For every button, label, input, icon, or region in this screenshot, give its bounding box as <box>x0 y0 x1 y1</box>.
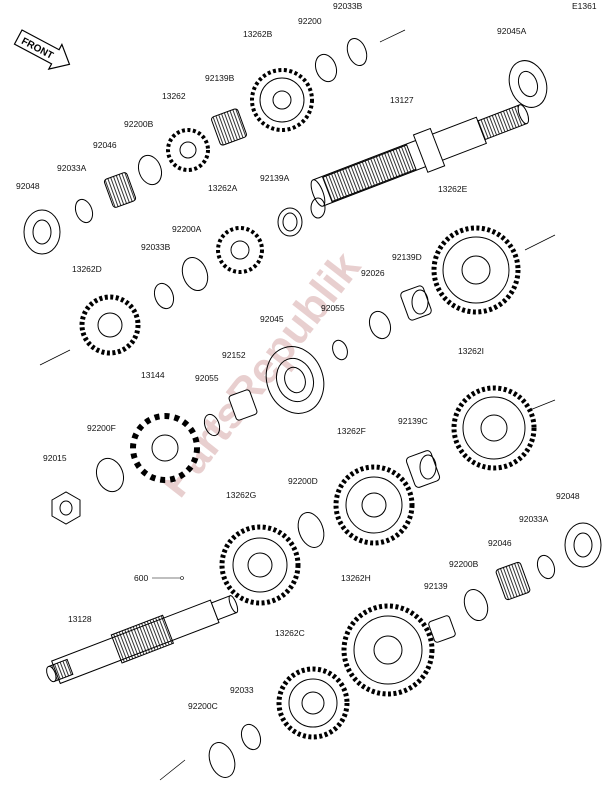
part-label: 92139D <box>392 252 422 262</box>
mainshaft-13128 <box>46 595 239 685</box>
gear-13262a <box>216 226 264 274</box>
bushing-92139a <box>277 207 303 237</box>
part-label: 13262 <box>162 91 186 101</box>
part-label: 92139B <box>205 73 235 83</box>
part-labels: 92033B 92200 13262B 92045A 92139B 13262 … <box>16 1 580 711</box>
part-label: 92055 <box>321 303 345 313</box>
front-direction-badge: FRONT <box>13 29 71 71</box>
gear-13262c <box>276 666 350 740</box>
washers-and-circlips <box>74 37 556 778</box>
part-label: 92200A <box>172 224 202 234</box>
part-label: 13262A <box>208 183 238 193</box>
bearing-92045a <box>508 60 548 108</box>
part-label: 92015 <box>43 453 67 463</box>
part-label: 92033B <box>141 242 171 252</box>
leader-lines <box>152 576 184 580</box>
part-label: 92200B <box>124 119 154 129</box>
part-label: 13262I <box>458 346 484 356</box>
part-label: 13127 <box>390 95 414 105</box>
bushing-92152 <box>228 389 258 421</box>
gear-13262h <box>341 603 435 697</box>
part-label: 92033 <box>230 685 254 695</box>
bushing-92139d <box>400 285 432 321</box>
bearing-92048-upper <box>23 209 61 255</box>
bearing-92048-lower <box>564 522 602 568</box>
part-label: 92045A <box>497 26 527 36</box>
gear-13262 <box>166 128 210 172</box>
part-label: 92033B <box>333 1 363 11</box>
gear-13262i <box>451 385 537 471</box>
part-label: 92139C <box>398 416 428 426</box>
part-label: 13144 <box>141 370 165 380</box>
part-label: 92048 <box>16 181 40 191</box>
needle-bearing-92046-lower <box>495 561 531 601</box>
part-label: 92200F <box>87 423 116 433</box>
part-label: 13262D <box>72 264 102 274</box>
part-label: 92033A <box>519 514 549 524</box>
part-label: 13262C <box>275 628 305 638</box>
gear-13262b <box>250 68 314 132</box>
part-label: 92152 <box>222 350 246 360</box>
part-label: 600 <box>134 573 148 583</box>
gear-13262g <box>219 524 301 606</box>
gear-13262d <box>79 294 141 356</box>
bushing-92139 <box>428 615 456 643</box>
part-label: 13128 <box>68 614 92 624</box>
part-label: 92200D <box>288 476 318 486</box>
part-label: 92033A <box>57 163 87 173</box>
part-label: 92200 <box>298 16 322 26</box>
part-label: 13262G <box>226 490 256 500</box>
gear-13262f <box>333 464 415 546</box>
part-label: 13262H <box>341 573 371 583</box>
bearing-92045 <box>265 346 325 414</box>
sprocket-13144 <box>130 413 200 483</box>
countershaft-13127 <box>310 104 530 207</box>
part-label: 13262F <box>337 426 366 436</box>
part-label: 92200B <box>449 559 479 569</box>
gear-13262e <box>431 225 521 315</box>
part-label: 92046 <box>488 538 512 548</box>
part-label: 92026 <box>361 268 385 278</box>
nut-92015 <box>51 491 81 525</box>
part-label: 92200C <box>188 701 218 711</box>
needle-bearing-92046-upper <box>103 172 137 208</box>
part-label: 13262B <box>243 29 273 39</box>
needle-bearing-92139b <box>211 108 247 146</box>
part-label: 92139A <box>260 173 290 183</box>
part-label: 92055 <box>195 373 219 383</box>
part-label: 92048 <box>556 491 580 501</box>
bushing-92139c <box>405 450 441 488</box>
part-label: 92046 <box>93 140 117 150</box>
part-label: 13262E <box>438 184 468 194</box>
part-label: 92045 <box>260 314 284 324</box>
page-id: E1361 <box>572 1 597 11</box>
part-label: 92139 <box>424 581 448 591</box>
